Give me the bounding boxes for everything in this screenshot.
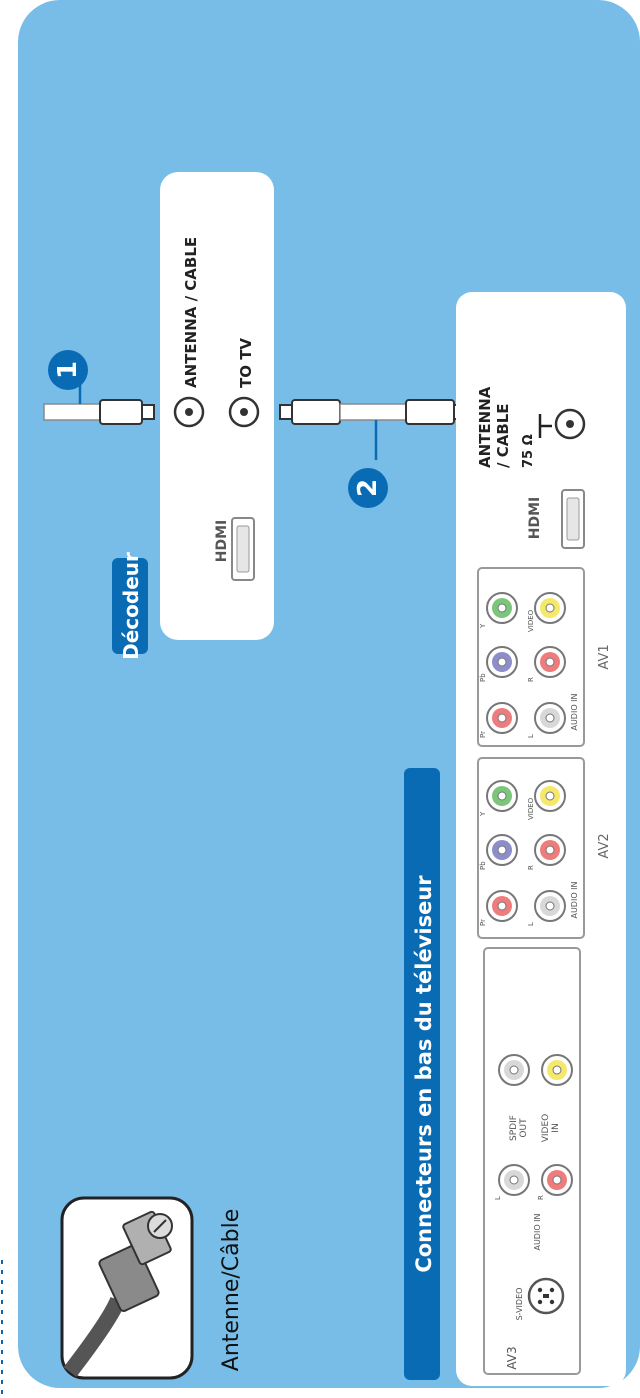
- tv-title: Connecteurs en bas du téléviseur: [412, 875, 436, 1273]
- av3-label: AV3: [505, 1346, 519, 1369]
- tv-hdmi-port: HDMI: [527, 489, 585, 549]
- step-number-1: 1: [53, 361, 83, 379]
- av1-jack-r: [534, 646, 566, 678]
- av2-label-r: R: [527, 865, 535, 870]
- av2-audio-label: AUDIO IN: [570, 881, 579, 918]
- av3-group: AV3 S-VIDEO AUDIO IN L R SPDIF OUT VIDEO…: [483, 947, 581, 1375]
- av1-label-pb: Pb: [479, 673, 487, 682]
- coax-caption: Antenne/Câble: [219, 1209, 244, 1371]
- decoder-hdmi-label: HDMI: [214, 520, 230, 562]
- tv-title-group: Connecteurs en bas du téléviseur: [404, 768, 440, 1380]
- av2-jack-l: [534, 890, 566, 922]
- step-badge-1: 1: [48, 350, 88, 390]
- av1-jack-pb: [486, 646, 518, 678]
- av1-label: AV1: [597, 644, 612, 669]
- av3-videoin-label-1: VIDEO: [541, 1114, 551, 1143]
- decoder-totv-port: [228, 396, 260, 428]
- tv-title-tab: [404, 768, 440, 1380]
- av2-label-pr: Pr: [479, 919, 487, 926]
- av1-jack-l: [534, 702, 566, 734]
- av3-label-l: L: [494, 1196, 502, 1200]
- av3-video-in-jack: [541, 1054, 573, 1086]
- decoder-hdmi-port: HDMI: [214, 517, 255, 581]
- tv-hdmi-label: HDMI: [527, 497, 543, 539]
- step-number-2: 2: [353, 479, 383, 497]
- cable-1: [43, 380, 155, 425]
- av2-jack-y: [486, 780, 518, 812]
- decoder-antenna-port: [173, 396, 205, 428]
- av3-spdif-label-2: OUT: [519, 1118, 529, 1138]
- decoder-antenna-label: ANTENNA / CABLE: [182, 237, 200, 388]
- av2-label-l: L: [527, 922, 535, 926]
- coax-connector-illustration: [60, 1196, 194, 1380]
- av3-spdif-label-1: SPDIF: [509, 1115, 519, 1141]
- av2-label-video: VIDEO: [527, 797, 535, 820]
- decoder-title-tab: [112, 558, 148, 654]
- av3-jack-l: [498, 1164, 530, 1196]
- av1-label-video: VIDEO: [527, 609, 535, 632]
- av2-jack-pb: [486, 834, 518, 866]
- tv-antenna-label-1: ANTENNA: [476, 386, 494, 468]
- av1-jack-y: [486, 592, 518, 624]
- av3-svideo-jack: [527, 1277, 565, 1315]
- tv-impedance-label: 75 Ω: [521, 434, 536, 468]
- av2-jack-r: [534, 834, 566, 866]
- av1-jack-pr: [486, 702, 518, 734]
- av3-spdif-jack: [498, 1054, 530, 1086]
- av3-jack-r: [541, 1164, 573, 1196]
- av1-audio-label: AUDIO IN: [570, 693, 579, 730]
- av1-jack-video: [534, 592, 566, 624]
- av2-jack-video: [534, 780, 566, 812]
- av2-label-y: Y: [479, 811, 487, 817]
- av1-label-y: Y: [479, 623, 487, 629]
- av3-videoin-label-2: IN: [551, 1123, 561, 1132]
- av1-label-l: L: [527, 734, 535, 738]
- av2-group: Pr Pb Y L R VIDEO AUDIO IN AV2: [477, 757, 612, 939]
- tv-antenna-port: ANTENNA / CABLE 75 Ω: [476, 386, 586, 468]
- av3-svideo-label: S-VIDEO: [515, 1288, 524, 1321]
- av2-jack-pr: [486, 890, 518, 922]
- decoder-title: Décodeur: [119, 552, 143, 660]
- av1-label-pr: Pr: [479, 731, 487, 738]
- cable-2: [279, 399, 467, 460]
- av3-label-r: R: [537, 1195, 545, 1200]
- av2-label-pb: Pb: [479, 861, 487, 870]
- av1-group: Pr Pb Y L R VIDEO AUDIO IN AV1: [477, 567, 612, 747]
- decoder-title-group: Décodeur: [112, 552, 148, 660]
- av1-label-r: R: [527, 677, 535, 682]
- av2-label: AV2: [597, 833, 612, 858]
- tv-antenna-label-2: / CABLE: [494, 403, 512, 468]
- av3-audio-label: AUDIO IN: [533, 1213, 542, 1250]
- step-badge-2: 2: [348, 468, 388, 508]
- decoder-totv-label: TO TV: [237, 338, 255, 388]
